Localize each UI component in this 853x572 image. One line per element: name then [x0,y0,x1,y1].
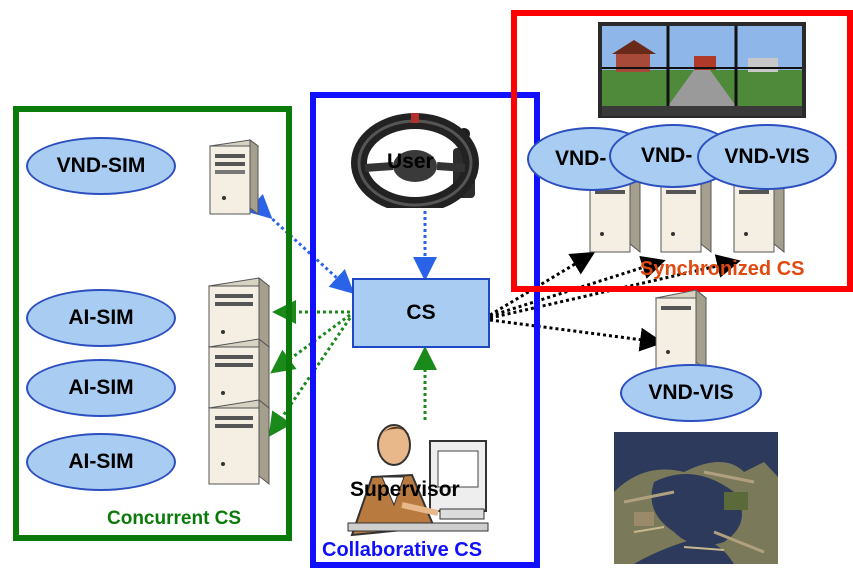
ai-sim-node-2: AI-SIM [26,359,176,417]
ai-sim-node-1: AI-SIM [26,289,176,347]
vnd-sim-node: VND-SIM [26,137,176,195]
supervisor-label: Supervisor [350,478,460,501]
server-tower-icon [207,398,271,486]
link-cs-vis4 [489,318,664,352]
concurrent-cs-label: Concurrent CS [107,508,242,529]
cs-node: CS [352,278,490,348]
vnd-vis-node-3: VND-VIS [697,124,837,190]
synchronized-cs-label: Synchronized CS [640,258,805,280]
driving-scene-display-icon [598,22,806,118]
synchronized-cs-frame [511,10,853,292]
concurrent-cs-frame [13,106,292,541]
collaborative-cs-label: Collaborative CS [322,539,483,561]
link-cs-vis1 [489,251,596,317]
steering-wheel-icon [351,113,479,208]
satellite-map-icon [614,432,778,564]
ai-sim-node-3: AI-SIM [26,433,176,491]
vnd-vis-node-4: VND-VIS [620,364,762,422]
server-tower-icon [207,337,271,413]
person-at-computer-icon [347,424,489,537]
link-cs-ai3 [268,317,352,437]
collaborative-cs-frame [310,92,540,568]
server-tower-icon [654,288,708,372]
server-tower-icon [208,139,260,215]
link-vndsim-cs [246,193,355,295]
user-label: User [387,150,434,173]
